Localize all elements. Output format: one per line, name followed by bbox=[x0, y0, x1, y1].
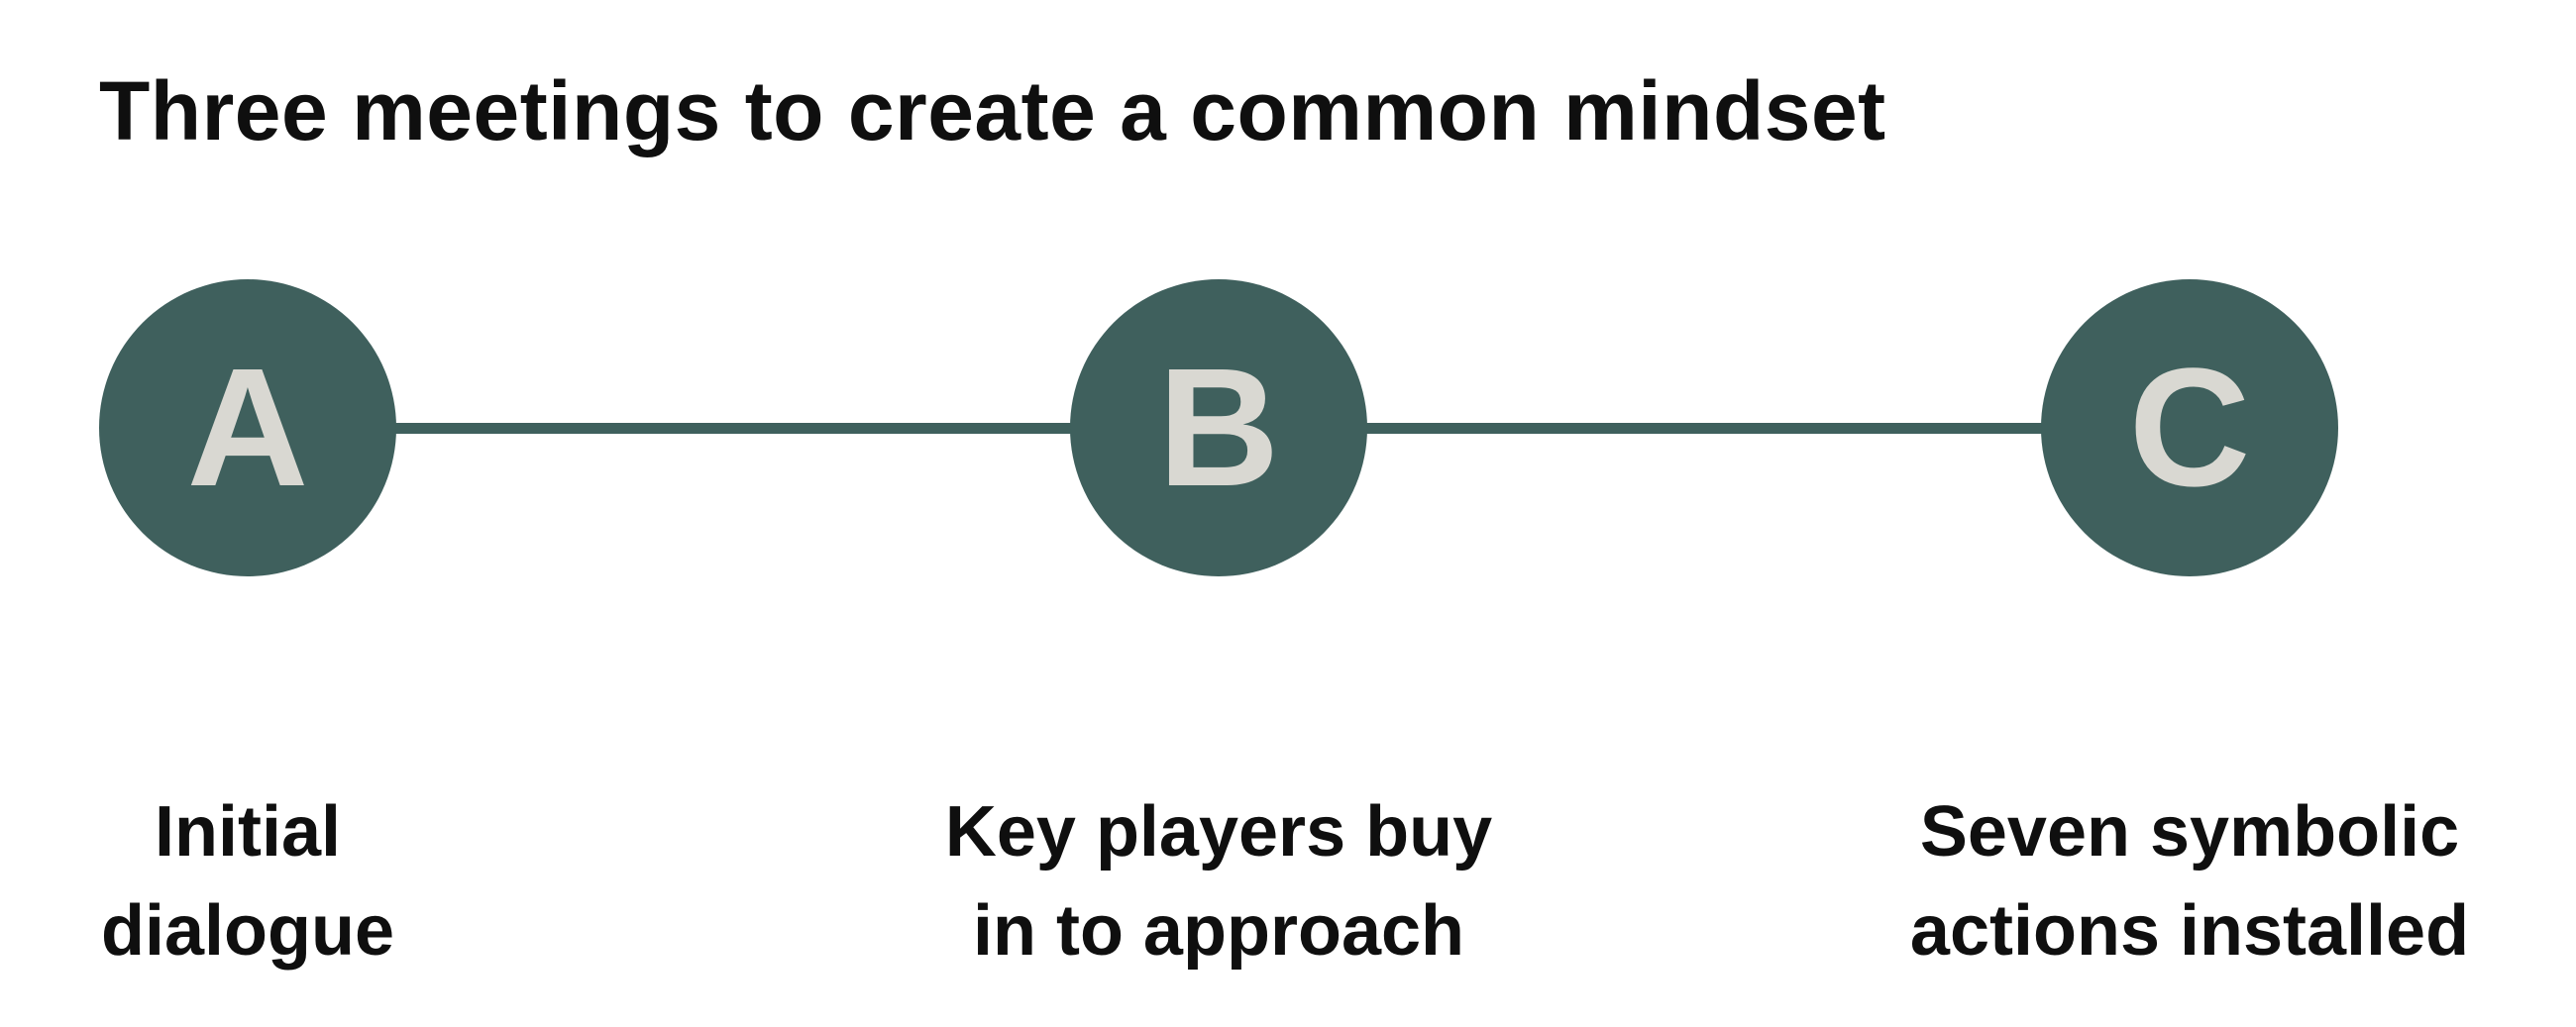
step-caption-a: Initial dialogue bbox=[0, 782, 594, 980]
step-letter: C bbox=[2128, 334, 2251, 522]
caption-line: Seven symbolic bbox=[1919, 792, 2460, 872]
step-node-b: B bbox=[1070, 279, 1367, 576]
step-caption-c: Seven symbolic actions installed bbox=[1843, 782, 2536, 980]
caption-line: Key players buy bbox=[944, 792, 1493, 872]
step-letter: A bbox=[186, 334, 309, 522]
step-node-a: A bbox=[99, 279, 396, 576]
connector-a-b bbox=[391, 423, 1075, 434]
step-node-c: C bbox=[2041, 279, 2338, 576]
caption-line: in to approach bbox=[972, 891, 1465, 971]
diagram-title: Three meetings to create a common mindse… bbox=[99, 64, 1886, 157]
caption-line: actions installed bbox=[1909, 891, 2470, 971]
step-letter: B bbox=[1157, 334, 1280, 522]
caption-line: Initial bbox=[154, 792, 341, 872]
caption-line: dialogue bbox=[100, 891, 394, 971]
step-caption-b: Key players buy in to approach bbox=[872, 782, 1565, 980]
connector-b-c bbox=[1362, 423, 2046, 434]
